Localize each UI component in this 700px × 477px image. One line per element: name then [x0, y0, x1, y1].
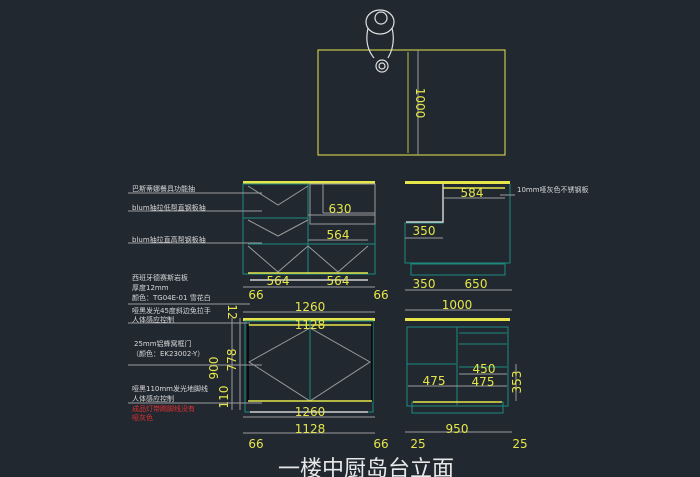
lower-side-elevation: 1000 450 475 475 353 950 25 25 — [405, 298, 528, 451]
upper-side-elevation: 584 350 350 650 10mm哑灰色不锈钢板 — [404, 181, 589, 291]
dim-630: 630 — [329, 202, 352, 216]
note-plinth: 哑黑110mm发光地脚线 — [132, 384, 208, 393]
note-thickness: 厚度12mm — [132, 283, 169, 292]
dim-353: 353 — [510, 371, 524, 394]
note-warning-2: 哑灰色 — [132, 413, 153, 422]
plan-view: 1000 — [317, 9, 506, 156]
upper-front-elevation: 630 564 564 564 66 66 巴斯蒂娜餐具功能抽 blum抽拉低帮… — [128, 181, 389, 302]
dim-778: 778 — [225, 349, 239, 372]
dim-350: 350 — [413, 277, 436, 291]
dim-25-right: 25 — [512, 437, 527, 451]
plan-depth-dim: 1000 — [413, 88, 427, 119]
note-stone-color: 颜色：TG04E-01 雪花白 — [132, 293, 211, 302]
dim-1128-bottom: 1128 — [295, 422, 326, 436]
dim-564-inner: 564 — [327, 228, 350, 242]
dim-110: 110 — [217, 386, 231, 409]
dim-564-right: 564 — [327, 274, 350, 288]
dim-950: 950 — [446, 422, 469, 436]
note-sensor-1: 人体感应控制 — [132, 315, 174, 324]
drawing-title: 一楼中厨岛台立面 — [278, 457, 454, 477]
note-warning-1: 成品灯带踢脚线没有 — [132, 404, 195, 413]
dim-450: 450 — [473, 362, 496, 376]
dim-1128-top: 1128 — [295, 318, 326, 332]
note-drawer-2: blum抽拉低帮直钢板抽 — [132, 203, 206, 212]
note-stone: 西班牙德赛斯岩板 — [132, 273, 188, 282]
dim-900: 900 — [207, 357, 221, 380]
lower-front-elevation: 1260 1128 1260 1128 66 66 12 900 778 110… — [128, 273, 389, 451]
person-figure-icon — [365, 9, 395, 73]
dim-650: 650 — [465, 277, 488, 291]
dim-1260-bottom: 1260 — [295, 405, 326, 419]
dim-475-left: 475 — [423, 374, 446, 388]
dim-25-left: 25 — [410, 437, 425, 451]
dim-584: 584 — [461, 186, 484, 200]
note-drawer-3: blum抽拉直高帮钢板抽 — [132, 235, 206, 244]
dim-1260-top: 1260 — [295, 300, 326, 314]
dim-66-right: 66 — [373, 288, 388, 302]
dim-564-left: 564 — [267, 274, 290, 288]
dim-475-right: 475 — [472, 375, 495, 389]
dim-350-top: 350 — [413, 224, 436, 238]
note-steel-plate: 10mm哑灰色不锈钢板 — [517, 185, 589, 194]
note-door-color: （颜色：EK23002-Y） — [132, 349, 204, 358]
note-drawer-1: 巴斯蒂娜餐具功能抽 — [132, 184, 195, 193]
note-door: 25mm铝蜂窝框门 — [134, 339, 192, 348]
dim-66-bottom-right: 66 — [373, 437, 388, 451]
dim-66-bottom-left: 66 — [248, 437, 263, 451]
island-plan-outline — [317, 49, 506, 156]
dim-66-left: 66 — [248, 288, 263, 302]
note-sensor-2: 人体感应控制 — [132, 394, 174, 403]
dim-1000: 1000 — [442, 298, 473, 312]
dim-12: 12 — [225, 304, 239, 319]
note-handle: 哑黑发光45度斜边免拉手 — [132, 306, 211, 315]
